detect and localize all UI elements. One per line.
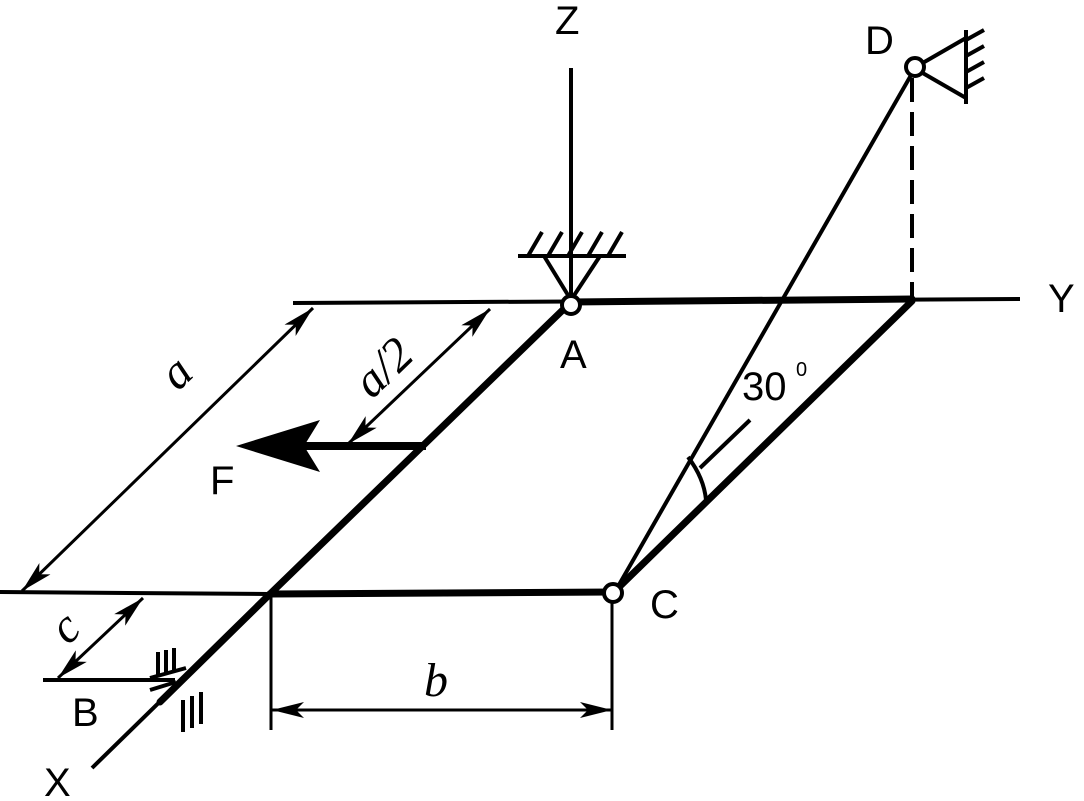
angle-30 (686, 418, 752, 501)
joint-c (602, 582, 624, 604)
point-label-a: A (560, 333, 587, 377)
angle-leader (698, 418, 752, 470)
joint-a (560, 294, 582, 316)
plate-edge-right-c (610, 297, 916, 596)
axis-label-x: X (44, 761, 71, 801)
angle-arc (686, 455, 708, 501)
plate-edge-c-front (266, 588, 618, 598)
point-label-d: D (865, 19, 894, 63)
dimension-label-b: b (424, 654, 448, 707)
joint-d (904, 56, 926, 78)
support-a (518, 230, 626, 302)
dimension-lines (20, 306, 614, 730)
plate-edge-a-right (567, 295, 916, 306)
front-reference-line (0, 590, 271, 596)
axes (0, 68, 1021, 770)
dimension-label-a: a (149, 345, 203, 400)
axis-label-z: Z (555, 0, 579, 43)
joints (560, 56, 926, 604)
dimension-a (20, 306, 315, 593)
plate-edge-front-b (156, 590, 274, 706)
axis-label-y: Y (1048, 277, 1075, 321)
force-label-f: F (210, 459, 234, 503)
angle-label: 30 (742, 365, 787, 409)
force-f (236, 420, 426, 472)
dimension-a-half (346, 307, 492, 446)
dimension-c (56, 596, 145, 680)
cable-cd (614, 69, 916, 591)
dimension-label-c: c (39, 601, 91, 654)
dimension-label-a-half: a/2 (343, 327, 424, 408)
angle-degree-mark: 0 (796, 359, 807, 381)
support-b (43, 648, 203, 732)
point-label-b: B (72, 691, 99, 735)
point-label-c: C (650, 583, 679, 627)
